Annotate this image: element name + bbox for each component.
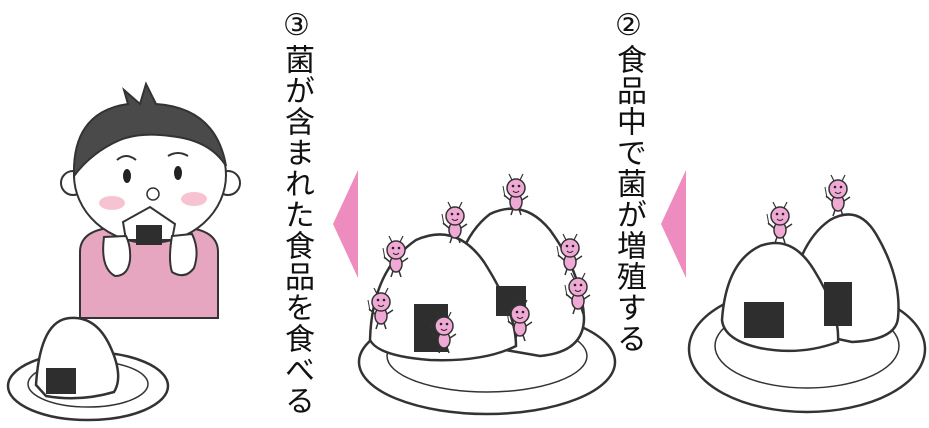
onigiri-with-bacteria-few: [687, 174, 927, 414]
boy-eating-figure: [60, 81, 241, 319]
step-2-label: ②食品中で菌が増殖する: [611, 8, 646, 354]
onigiri-plate-small: [6, 316, 170, 422]
bacteria-icon: [766, 201, 793, 244]
step-arrow-left: [333, 170, 358, 278]
onigiri-with-bacteria-many: [357, 173, 617, 416]
bacteria-icon: [824, 174, 851, 217]
step-arrow-right: [661, 170, 686, 278]
step-3-label: ③菌が含まれた食品を食べる: [279, 8, 314, 416]
